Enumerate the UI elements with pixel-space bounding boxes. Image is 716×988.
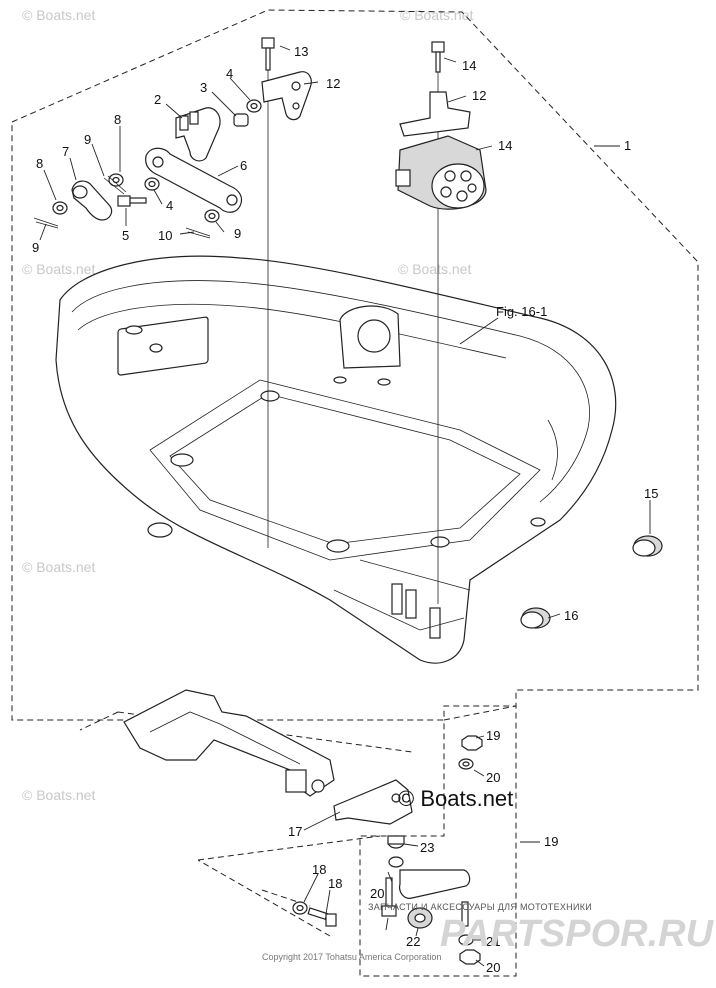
callout-9-middle: 9	[84, 132, 91, 147]
callout-6: 6	[240, 158, 247, 173]
callout-9-right: 10	[158, 228, 172, 243]
cotter-pin-9-middle	[103, 175, 127, 195]
watermark-left-3: © Boats.net	[22, 787, 95, 803]
washer-20-middle	[388, 856, 404, 868]
callout-2: 2	[154, 92, 161, 107]
watermark-top-center: © Boats.net	[400, 7, 473, 23]
cable-fitting-parts	[395, 41, 487, 210]
mount-bracket-assembly	[123, 689, 413, 825]
group-boundary-1	[11, 9, 699, 721]
washer-20-lower	[458, 934, 474, 946]
callout-10: 12	[326, 76, 340, 91]
group-boundary-18	[359, 705, 517, 977]
nut-19-upper	[461, 735, 483, 751]
watermark-left-1: © Boats.net	[22, 261, 95, 277]
callout-12-right: 14	[462, 58, 476, 73]
callout-5: 5	[122, 228, 129, 243]
bolt-washer-16-17	[292, 901, 337, 927]
callout-8-right: 9	[234, 226, 241, 241]
bottom-cowl	[55, 255, 617, 664]
callout-20-lower: 21	[486, 934, 500, 949]
watermark-left-2: © Boats.net	[22, 559, 95, 575]
watermark-large: © Boats.net	[398, 786, 513, 811]
callout-4-lower: 4	[166, 198, 173, 213]
throttle-linkage-parts	[33, 37, 312, 239]
callout-4-upper: 4	[226, 66, 233, 81]
bolt-12-left	[261, 37, 275, 49]
callout-8-left: 8	[36, 156, 43, 171]
callout-12-left: 13	[294, 44, 308, 59]
collar-3	[233, 113, 249, 127]
callout-14-lower: 16	[564, 608, 578, 623]
callout-13: 14	[498, 138, 512, 153]
store-tagline: ЗАПЧАСТИ И АКСЕССУАРЫ ДЛЯ МОТОТЕХНИКИ	[368, 902, 592, 912]
callout-20-middle: 20	[370, 886, 384, 901]
callout-17: 18	[312, 862, 326, 877]
bolt-12-right	[431, 41, 445, 53]
guide-lines-15	[79, 711, 413, 937]
callout-8-middle: 8	[114, 112, 121, 127]
nut-19-lower	[459, 949, 481, 965]
watermark-top-left: © Boats.net	[22, 7, 95, 23]
figure-reference: Fig. 16-1	[496, 304, 547, 319]
callout-15: 17	[288, 824, 302, 839]
callout-21: 22	[406, 934, 420, 949]
callout-9-left: 9	[32, 240, 39, 255]
leader-lines	[39, 45, 651, 967]
cotter-pin-9-right	[185, 227, 211, 239]
bracket-11	[399, 91, 471, 137]
callout-14-upper: 15	[644, 486, 658, 501]
bolt-16	[307, 907, 328, 921]
grommet-14-lower	[520, 607, 551, 629]
lever-kit-18-parts	[381, 735, 483, 965]
callout-7: 7	[62, 144, 69, 159]
watermark-center-1: © Boats.net	[398, 261, 471, 277]
cotter-pin-9-left	[33, 217, 59, 229]
link-lever-18	[399, 869, 471, 899]
callout-20-upper: 20	[486, 770, 500, 785]
callout-3: 3	[200, 80, 207, 95]
link-arm-6	[145, 147, 243, 213]
callout-22: 23	[420, 840, 434, 855]
bracket-10	[261, 71, 312, 121]
callout-11: 12	[472, 88, 486, 103]
plate-15	[333, 779, 413, 825]
callout-1: 1	[624, 138, 631, 153]
callout-19-upper: 19	[486, 728, 500, 743]
copyright-notice: Copyright 2017 Tohatsu America Corporati…	[262, 952, 441, 962]
callout-18: 19	[544, 834, 558, 849]
grommet-14-upper	[632, 535, 663, 557]
store-logo: PARTSPOR.RU	[440, 913, 715, 955]
callout-19-lower: 20	[486, 960, 500, 975]
callout-16: 18	[328, 876, 342, 891]
bolt-5	[117, 195, 131, 207]
